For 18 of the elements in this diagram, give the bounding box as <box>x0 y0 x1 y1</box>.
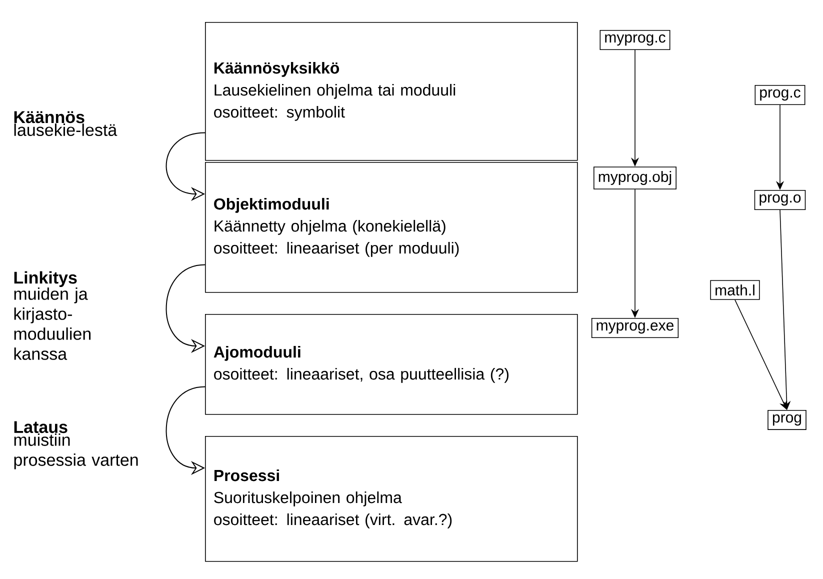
step-description: muistiin prosessia varten <box>14 433 138 470</box>
module-box: Käännösyksikkö Lausekielinen ohjelma tai moduuli osoitteet: symbolit <box>205 22 578 161</box>
file-box: prog.c <box>754 85 806 105</box>
step-heading: Linkitys <box>14 271 77 288</box>
file-box: prog.o <box>754 190 806 210</box>
file-box: math.l <box>710 280 760 300</box>
module-box: Prosessi Suorituskelpoinen ohjelma osoitteet: lineaariset (virt. avar.?) <box>205 436 578 562</box>
module-box: Ajomoduuli osoitteet: lineaariset, osa puutteellisia (?) <box>205 314 578 415</box>
step-description: muiden ja kirjasto-moduulien kanssa <box>14 287 91 360</box>
file-box: myprog.c <box>600 30 670 50</box>
file-box: prog <box>768 410 806 430</box>
arrow <box>734 300 787 410</box>
file-box: myprog.exe <box>591 318 679 338</box>
step-heading: Lataus <box>14 421 68 434</box>
step-description: lausekie-lestä <box>14 124 118 136</box>
file-box: myprog.obj <box>594 166 676 190</box>
module-box: Objektimoduuli Käännetty ohjelma (konekielellä) osoitteet: lineaariset (per moduuli) <box>205 162 578 293</box>
step-heading: Käännös <box>14 111 84 124</box>
